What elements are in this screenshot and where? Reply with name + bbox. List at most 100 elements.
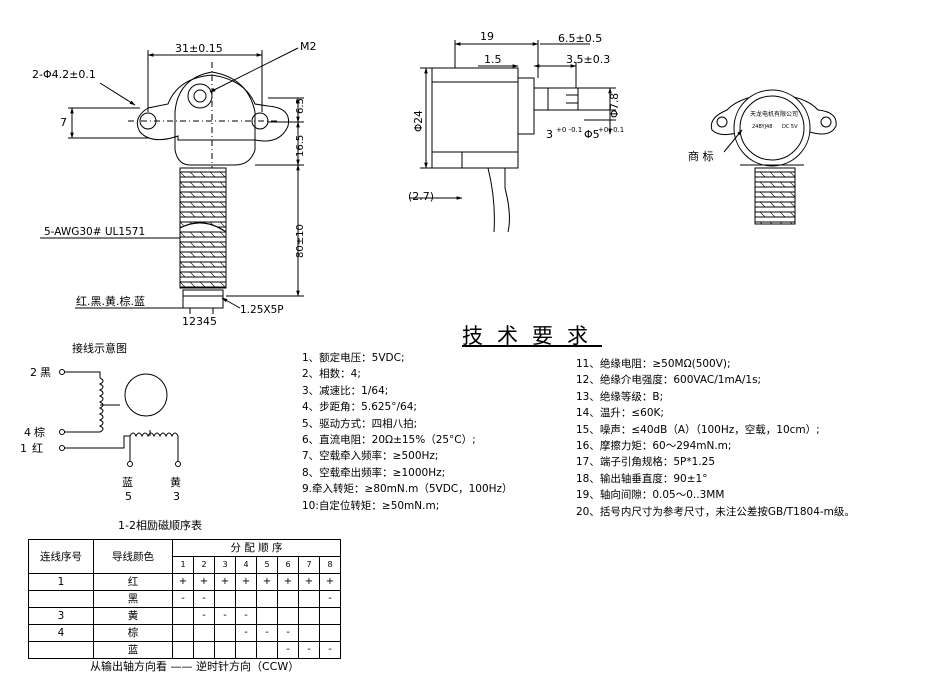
step-cell: - bbox=[235, 624, 257, 642]
step-cell bbox=[172, 624, 194, 642]
wire-colors-label: 红.黑.黄.棕.蓝 bbox=[76, 294, 145, 308]
spec-item: 15、噪声：≤40dB（A）（100Hz，空载，10cm）; bbox=[576, 423, 820, 436]
step-cell bbox=[256, 607, 278, 625]
side-boss bbox=[517, 77, 535, 135]
step-cell: - bbox=[193, 607, 215, 625]
step-cell: - bbox=[298, 641, 320, 659]
row-seq: 3 bbox=[28, 607, 94, 625]
connector bbox=[182, 289, 224, 309]
dim-thread-label: M2 bbox=[300, 40, 317, 53]
step-cell: - bbox=[256, 624, 278, 642]
step-cell bbox=[214, 590, 236, 608]
wiring-wire1-color: 红 bbox=[32, 442, 43, 455]
spec-item: 4、步距角：5.625°/64; bbox=[302, 401, 417, 414]
spec-item: 19、轴向间隙：0.05～0..3MM bbox=[576, 489, 725, 502]
row-seq: 1 bbox=[28, 573, 94, 591]
step-header: 3 bbox=[214, 556, 236, 574]
dim-1-5-label: 1.5 bbox=[484, 53, 502, 66]
dim-phi5-tol-label: +0 -0.1 bbox=[598, 126, 624, 134]
step-header: 4 bbox=[235, 556, 257, 574]
label-model-text: 24BYJ48 bbox=[752, 124, 772, 130]
row-color: 棕 bbox=[93, 624, 173, 642]
step-cell bbox=[319, 624, 341, 642]
spec-item: 7、空载牵入频率：≥500Hz; bbox=[302, 450, 439, 463]
side-view bbox=[410, 40, 616, 233]
step-cell: + bbox=[214, 573, 236, 591]
side-shaft bbox=[533, 87, 579, 111]
step-cell: + bbox=[193, 573, 215, 591]
step-cell: - bbox=[172, 590, 194, 608]
row-seq: 4 bbox=[28, 624, 94, 642]
spec-title: 技术要求 bbox=[462, 324, 602, 348]
row-color: 蓝 bbox=[93, 641, 173, 659]
spec-item: 18、输出轴垂直度：90±1° bbox=[576, 472, 708, 485]
dim-7-label: 7 bbox=[60, 116, 67, 129]
sequence-caption: 1-2相励磁顺序表 bbox=[118, 519, 202, 532]
pin-numbers-label: 12345 bbox=[182, 315, 217, 328]
spec-item: 17、端子引角规格：5P*1.25 bbox=[576, 456, 716, 469]
wiring-diagram bbox=[59, 369, 181, 467]
step-cell bbox=[235, 590, 257, 608]
specs-left-list: 1、额定电压：5VDC; 2、相数：4; 3、减速比：1/64; 4、步距角：5… bbox=[302, 352, 513, 516]
wiring-wire4-color: 棕 bbox=[34, 425, 45, 439]
step-header: 5 bbox=[256, 556, 278, 574]
wiring-wire1-num: 1 bbox=[20, 442, 27, 455]
step-header: 2 bbox=[193, 556, 215, 574]
spec-item: 16、摩擦力矩：60～294mN.m; bbox=[576, 439, 732, 452]
coil-b bbox=[129, 432, 179, 438]
motor-body bbox=[174, 71, 256, 166]
label-voltage-text: DC 5V bbox=[782, 124, 798, 130]
step-cell bbox=[214, 641, 236, 659]
dim-6-5-label: 6.5 bbox=[295, 98, 306, 114]
step-cell bbox=[235, 641, 257, 659]
spec-item: 20、括号内尺寸为参考尺寸，未注公差按GB/T1804-m级。 bbox=[576, 505, 855, 518]
step-cell bbox=[172, 607, 194, 625]
step-cell bbox=[256, 590, 278, 608]
step-cell: + bbox=[235, 573, 257, 591]
step-cell bbox=[277, 590, 299, 608]
spec-item: 13、绝缘等级：B; bbox=[576, 390, 664, 403]
spec-item: 6、直流电阻：20Ω±15%（25°C）; bbox=[302, 433, 476, 446]
dim-2-7-label: (2.7) bbox=[408, 190, 434, 203]
table-row: 蓝--- bbox=[28, 641, 341, 659]
step-cell bbox=[172, 641, 194, 659]
step-cell bbox=[298, 624, 320, 642]
dim-phi5-label: Φ5 bbox=[584, 128, 600, 141]
step-cell bbox=[193, 624, 215, 642]
step-cell: - bbox=[319, 641, 341, 659]
spec-item: 11、绝缘电阻：≥50MΩ(500V); bbox=[576, 358, 731, 370]
front-view bbox=[40, 47, 304, 314]
spec-item: 8、空载牵出频率：≥1000Hz; bbox=[302, 466, 446, 479]
side-motor-body bbox=[431, 67, 519, 169]
step-header: 8 bbox=[319, 556, 341, 574]
step-cell: + bbox=[172, 573, 194, 591]
rotor-circle bbox=[124, 373, 168, 417]
header-seq: 连线序号 bbox=[28, 539, 94, 574]
step-cell bbox=[256, 641, 278, 659]
label-view bbox=[710, 89, 837, 225]
step-cell bbox=[277, 607, 299, 625]
wiring-title: 接线示意图 bbox=[72, 342, 127, 355]
dim-19-label: 19 bbox=[480, 30, 494, 43]
spec-item: 2、相数：4; bbox=[302, 368, 361, 381]
wiring-wire2-color: 黑 bbox=[40, 366, 51, 379]
wiring-wire4-num: 4 bbox=[24, 426, 31, 439]
step-cell bbox=[214, 624, 236, 642]
wiring-wire2-num: 2 bbox=[30, 366, 37, 379]
dim-3-label: 3 bbox=[546, 128, 553, 141]
step-cell bbox=[193, 641, 215, 659]
step-cell: - bbox=[193, 590, 215, 608]
connector-pitch-label: 1.25X5P bbox=[240, 304, 284, 316]
header-dist: 分 配 顺 序 bbox=[172, 539, 341, 557]
trademark-label: 商 标 bbox=[688, 149, 714, 163]
step-cell: - bbox=[319, 590, 341, 608]
dim-phi24-label: Φ24 bbox=[413, 110, 425, 132]
row-seq bbox=[28, 641, 94, 659]
row-color: 黑 bbox=[93, 590, 173, 608]
step-cell bbox=[298, 607, 320, 625]
spec-item: 14、温升：≤60K; bbox=[576, 407, 664, 420]
